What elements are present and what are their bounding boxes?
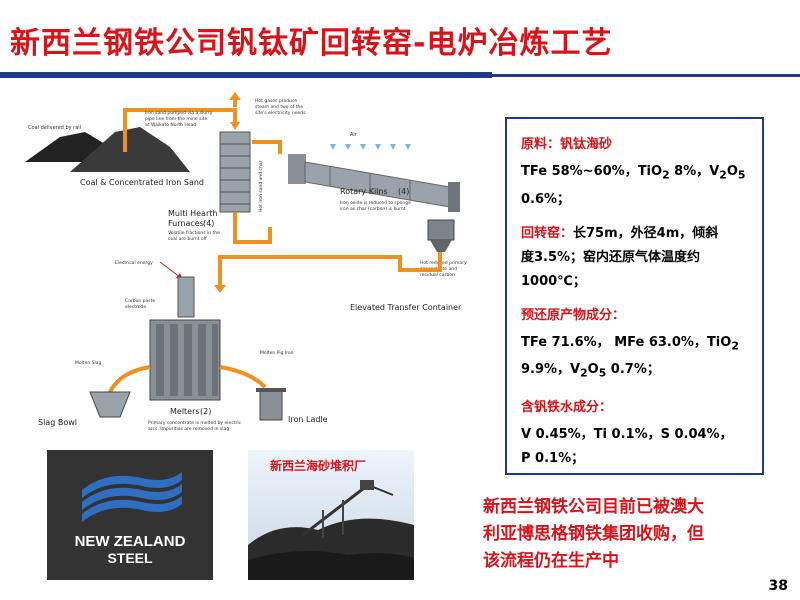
title-underline	[0, 72, 492, 78]
raw-material-heading: 原料：钒钛海砂	[521, 137, 613, 152]
iron-ladle	[256, 388, 286, 421]
pre-reduction-line-1: TFe 71.6%， MFe 63.0%，TiO2	[521, 334, 739, 353]
raw-material-composition: TFe 58%~60%，TiO2 8%，V2O5	[521, 164, 746, 182]
hot-iron-sand-char-label: Hot iron sand and char	[258, 160, 264, 212]
multi-hearth-label-2: Furnaces	[168, 219, 204, 228]
pre-reduction-section: 预还原产物成分： TFe 71.6%， MFe 63.0%，TiO2 9.9%，…	[521, 304, 752, 386]
logo-line-2: STEEL	[107, 550, 153, 566]
pre-reduction-heading: 预还原产物成分：	[521, 307, 626, 323]
rotary-kiln	[288, 154, 460, 212]
iron-sand-stockpile-photo: 新西兰海砂堆积厂	[248, 450, 414, 580]
feed-pipe	[123, 108, 237, 152]
hot-metal-line-2: P 0.1%；	[521, 450, 585, 466]
volatile-label-2: coal are burnt off	[168, 236, 208, 242]
carbon-paste-label-1: Carbon paste	[125, 298, 155, 304]
note-line-2: 利亚博思格钢铁集团收购，但	[483, 524, 704, 544]
elevated-transfer-label: Elevated Transfer Container	[350, 303, 462, 312]
raw-material-section: 原料：钒钛海砂 TFe 58%~60%，TiO2 8%，V2O5 0.6%；	[521, 133, 752, 212]
transfer-pipe	[218, 252, 442, 287]
logo-line-1: NEW ZEALAND	[75, 533, 186, 550]
multi-hearth-furnace	[219, 131, 251, 213]
multi-hearth-label-1: Multi Hearth	[168, 209, 217, 218]
energy-arrow-line	[159, 261, 181, 278]
air-arrows	[330, 144, 411, 150]
hot-gases-label-3: site's electricity needs	[255, 110, 306, 116]
hot-metal-section: 含钒铁水成分： V 0.45%，Ti 0.1%，S 0.04%， P 0.1%；	[521, 396, 752, 471]
iron-sand-pile	[70, 127, 190, 172]
title-underline-thin	[492, 74, 800, 77]
hot-metal-heading: 含钒铁水成分：	[521, 399, 613, 415]
transfer-arrow	[214, 285, 226, 293]
carbon-electrode	[177, 276, 195, 318]
hot-reduced-label-1: Hot reduced primary	[420, 260, 467, 266]
nz-steel-logo-graphic: NEW ZEALAND STEEL	[75, 472, 186, 566]
melters-num: (2)	[200, 407, 211, 416]
air-label: Air	[350, 132, 358, 138]
stockpile-photo-graphic: 新西兰海砂堆积厂	[248, 450, 414, 580]
pre-reduction-line-2: 9.9%，V2O5 0.7%；	[521, 362, 660, 380]
iron-oxide-label-1: Iron oxide is reduced to sponge	[340, 200, 411, 206]
transfer-container	[427, 219, 455, 252]
slag-flow	[108, 365, 151, 393]
melter-furnace	[149, 319, 221, 401]
iron-flow	[219, 365, 267, 389]
feed-arrow	[230, 122, 240, 130]
note-line-3: 该流程仍在生产中	[483, 551, 619, 571]
volatile-label-1: Volatile fractions in the	[168, 230, 220, 236]
iron-oxide-label-2: iron as char (carbon) is burnt	[340, 206, 406, 212]
electrical-energy-label: Electrical energy	[115, 260, 153, 266]
slide-title: 新西兰钢铁公司钒钛矿回转窑-电炉冶炼工艺	[10, 26, 613, 61]
primary-melted-label-2: arcs. Impurities are removed in slag	[148, 426, 229, 432]
slag-bowl-label: Slag Bowl	[38, 418, 77, 427]
kiln-heading: 回转窑：	[521, 225, 574, 241]
multi-hearth-num: (4)	[203, 219, 214, 228]
iron-sand-pumped-label-1: Iron sand pumped via a slurry	[145, 110, 213, 116]
process-diagram: Coal delivered by rail Coal & Concentrat…	[25, 92, 467, 432]
kiln-line-1: 回转窑：长75m，外径4m，倾斜	[521, 225, 719, 241]
furnace-out-pipe	[233, 212, 272, 244]
acquisition-note: 新西兰钢铁公司目前已被澳大 利亚博思格钢铁集团收购，但 该流程仍在生产中	[483, 494, 783, 575]
hot-gases-label-2: steam and two of the	[255, 104, 303, 110]
note-line-1: 新西兰钢铁公司目前已被澳大	[483, 497, 704, 517]
nz-steel-logo: NEW ZEALAND STEEL	[47, 450, 213, 580]
coal-iron-sand-label: Coal & Concentrated Iron Sand	[80, 178, 204, 187]
furnace-to-kiln-pipe	[252, 140, 282, 154]
rotary-kilns-num: (4)	[398, 187, 409, 196]
slag-bowl	[89, 391, 131, 418]
primary-melted-label-1: Primary concentrate is melted by electri…	[148, 420, 242, 426]
page-number: 38	[768, 578, 788, 594]
iron-sand-pumped-label-3: at Waikato North Head	[145, 122, 196, 128]
hot-metal-line-1: V 0.45%，Ti 0.1%，S 0.04%，	[521, 426, 733, 442]
hot-gases-label-1: Hot gases produce	[255, 98, 297, 104]
iron-ladle-label: Iron Ladle	[288, 415, 328, 424]
molten-slag-label: Molten Slag	[75, 360, 102, 366]
photo-caption: 新西兰海砂堆积厂	[270, 458, 366, 473]
carbon-paste-label-2: electrode	[125, 304, 146, 310]
kiln-line-2: 度3.5%；窑内还原气体温度约	[521, 249, 701, 265]
hot-gas-arrow	[229, 92, 241, 100]
kiln-line-3: 1000℃；	[521, 273, 586, 289]
kiln-section: 回转窑：长75m，外径4m，倾斜 度3.5%；窑内还原气体温度约 1000℃；	[521, 222, 752, 294]
rotary-kilns-label: Rotary Kilns	[340, 187, 388, 196]
melters-label: Melters	[170, 407, 200, 416]
raw-material-composition-2: 0.6%；	[521, 191, 571, 207]
process-info-box: 原料：钒钛海砂 TFe 58%~60%，TiO2 8%，V2O5 0.6%； 回…	[505, 117, 764, 475]
iron-sand-pumped-label-2: pipe line from the mine site	[145, 116, 207, 122]
molten-pig-iron-label: Molten Pig Iron	[260, 350, 294, 356]
hot-reduced-label-3: residual carbon	[420, 272, 455, 278]
coal-delivered-label: Coal delivered by rail	[28, 125, 81, 131]
